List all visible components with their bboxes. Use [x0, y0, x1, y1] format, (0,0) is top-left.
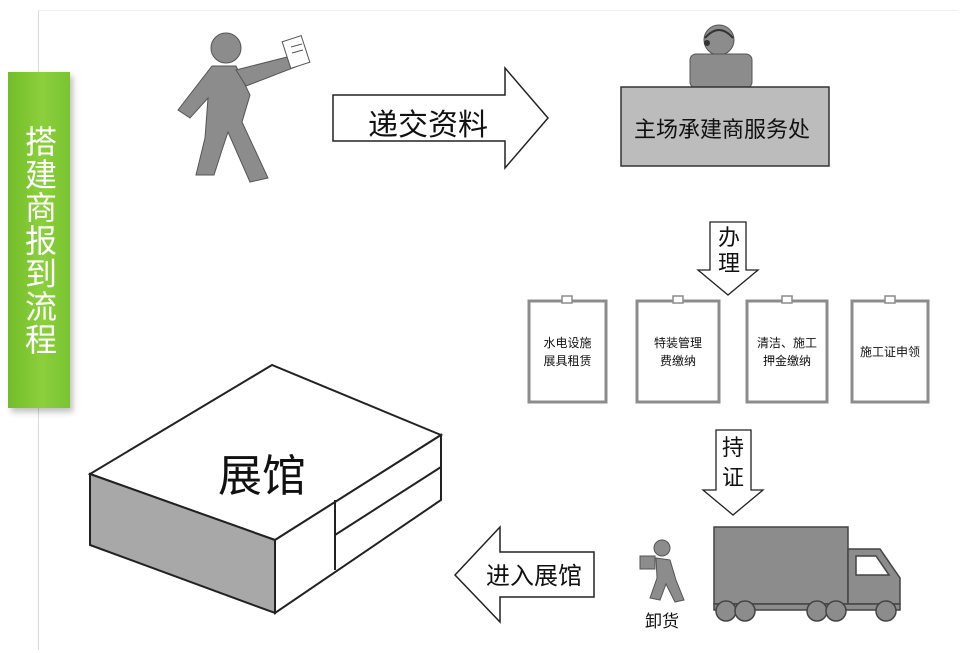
card-utilities-line2: 展具租赁	[543, 354, 592, 368]
permit-step-label: 持证	[722, 436, 745, 491]
enter-hall-arrow	[453, 525, 595, 624]
walking-person-icon	[177, 32, 311, 183]
service-desk-label: 主场承建商服务处	[634, 118, 811, 143]
truck-icon	[713, 526, 901, 622]
clipboard-cards	[527, 299, 930, 404]
unload-label: 卸货	[645, 612, 679, 632]
service-desk-box	[620, 86, 830, 167]
card-work-permit: 施工证申领	[852, 343, 928, 361]
enter-hall-label: 进入展馆	[486, 562, 582, 590]
receptionist-icon	[689, 24, 753, 89]
handle-arrow	[696, 221, 760, 296]
card-utilities-rental: 水电设施 展具租赁	[529, 334, 606, 370]
handle-step-label: 办理	[718, 226, 741, 277]
submit-step-label: 递交资料	[368, 108, 488, 143]
exhibition-hall-icon	[87, 363, 444, 615]
process-title-text: 搭建商报到流程	[20, 124, 58, 356]
clipboard-clips	[561, 295, 896, 304]
process-title-tag: 搭建商报到流程	[8, 72, 70, 408]
card-deposit-line2: 押金缴纳	[762, 354, 811, 368]
card-special-line2: 费缴纳	[659, 354, 696, 368]
card-special-line1: 特装管理	[653, 336, 702, 350]
card-permit-line1: 施工证申领	[859, 345, 920, 359]
permit-arrow	[701, 429, 765, 516]
card-deposit: 清洁、施工 押金缴纳	[747, 334, 827, 370]
porter-icon	[639, 539, 685, 603]
card-utilities-line1: 水电设施	[543, 336, 592, 350]
card-special-fee: 特装管理 费缴纳	[637, 334, 719, 370]
submit-arrow	[332, 65, 549, 171]
exhibition-hall-label: 展馆	[218, 451, 306, 502]
frame-line-top	[38, 10, 958, 11]
card-deposit-line1: 清洁、施工	[756, 336, 817, 350]
